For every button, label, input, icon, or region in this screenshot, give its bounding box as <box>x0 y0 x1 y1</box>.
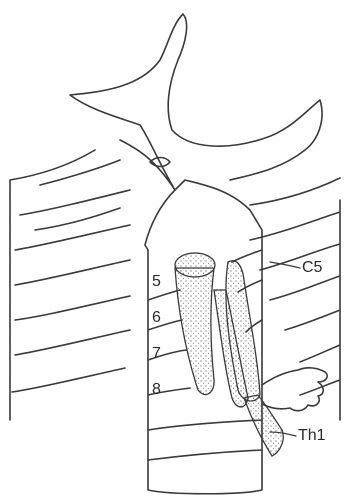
label-th1: Th1 <box>298 427 326 444</box>
segment-label: 8 <box>152 381 161 398</box>
strip-th1 <box>244 395 283 456</box>
brainstem-outline <box>70 14 322 190</box>
segment-label: 6 <box>152 309 161 326</box>
label-c5: C5 <box>302 259 323 276</box>
segment-label: 5 <box>152 273 161 290</box>
segment-label: 7 <box>152 345 161 362</box>
left-rootlets <box>10 150 130 420</box>
strip-c6 <box>175 268 214 395</box>
